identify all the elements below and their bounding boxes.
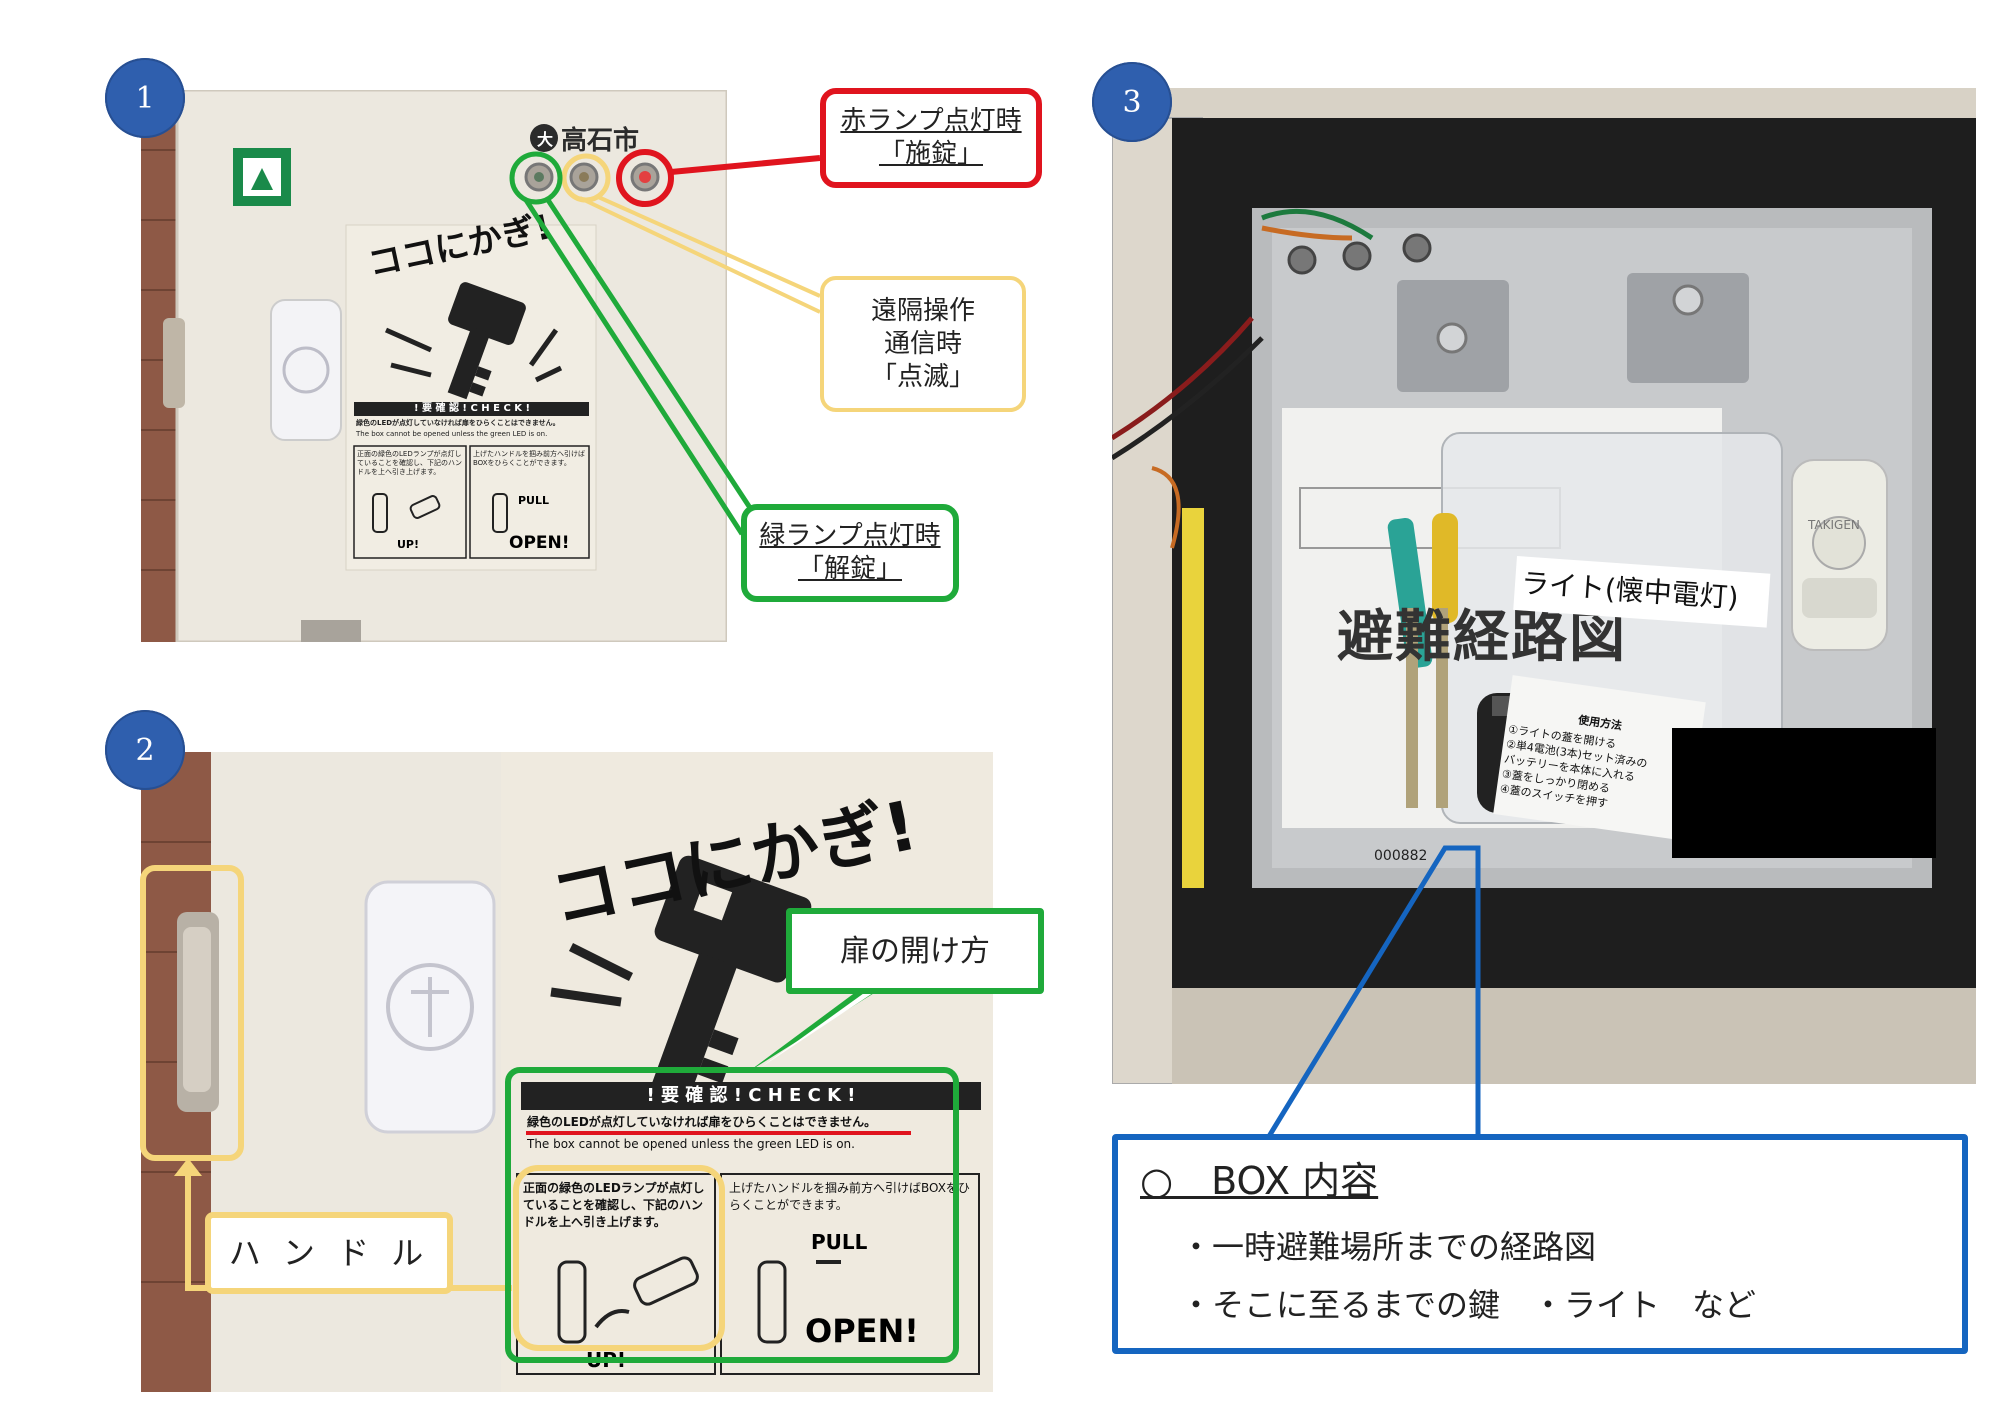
panel2-open-label: OPEN!: [805, 1312, 919, 1350]
panel1-up-label: UP!: [397, 538, 420, 551]
green-lamp-callout-line2: 「解錠」: [797, 554, 902, 584]
box-contents-panel: ○ BOX 内容 ・一時避難場所までの経路図 ・そこに至るまでの鍵 ・ライト な…: [1112, 1134, 1968, 1354]
panel1-check-jp: 緑色のLEDが点灯していなければ扉をひらくことはできません。: [356, 419, 560, 427]
panel2-check-header: ! 要 確 認 ! C H E C K !: [646, 1085, 856, 1106]
handle-callout-label: ハ ン ド ル: [228, 1233, 430, 1272]
box-contents-title: ○ BOX 内容: [1140, 1159, 1379, 1203]
red-lamp-callout-line1: 赤ランプ点灯時: [840, 106, 1022, 136]
box-contents-item2: ・そこに至るまでの鍵 ・ライト など: [1180, 1286, 1757, 1324]
handle-highlight-box: [140, 865, 244, 1161]
red-lamp-circle: [616, 149, 674, 207]
panel1-step1: 正面の緑色のLEDランプが点灯していることを確認し、下記のハンドルを上へ引き上げ…: [357, 450, 462, 476]
panel3-illustration: [1112, 88, 1976, 1084]
remote-blink-callout-line3: 「点滅」: [870, 361, 975, 392]
green-lamp-circle: [509, 151, 563, 205]
panel2-pull-label: PULL: [811, 1230, 868, 1254]
panel1-step2: 上げたハンドルを掴み前方へ引けばBOXをひらくことができます。: [473, 450, 585, 467]
box-contents-item1: ・一時避難場所までの経路図: [1180, 1228, 1597, 1266]
door-open-callout-label: 扉の開け方: [840, 933, 990, 969]
green-lamp-callout: 緑ランプ点灯時 「解錠」: [741, 504, 959, 602]
panel2-check-en: The box cannot be opened unless the gree…: [527, 1137, 855, 1151]
panel2-number-badge: 2: [105, 710, 185, 790]
panel1-pull-label: PULL: [518, 494, 550, 507]
panel2-step1: 正面の緑色のLEDランプが点灯していることを確認し、下記のハンドルを上へ引き上げ…: [523, 1181, 705, 1229]
svg-text:大: 大: [537, 130, 553, 149]
panel1-number-badge: 1: [105, 58, 185, 138]
remote-blink-callout: 遠隔操作 通信時 「点滅」: [820, 276, 1026, 412]
panel3-map-label: 避難経路図: [1337, 604, 1627, 670]
remote-blink-callout-line2: 通信時: [883, 328, 962, 359]
panel3-brand-text: TAKIGEN: [1808, 518, 1860, 532]
panel1-city-mark: 高石市: [561, 126, 640, 156]
check-section-highlight-box: [505, 1067, 959, 1363]
panel1-open-label: OPEN!: [509, 533, 570, 553]
door-open-callout: 扉の開け方: [786, 908, 1044, 994]
remote-blink-callout-line1: 遠隔操作: [870, 295, 975, 326]
handle-callout: ハ ン ド ル: [205, 1212, 453, 1294]
red-lamp-callout: 赤ランプ点灯時 「施錠」: [820, 88, 1042, 188]
panel1-check-en: The box cannot be opened unless the gree…: [356, 430, 548, 438]
panel3-serial-text: 000882: [1374, 848, 1428, 864]
panel3-number-badge: 3: [1092, 62, 1172, 142]
green-lamp-callout-line1: 緑ランプ点灯時: [759, 521, 941, 551]
step1-highlight-box: [513, 1165, 725, 1351]
red-lamp-callout-line2: 「施錠」: [878, 139, 983, 169]
panel1-check-header: ! 要 確 認 ! C H E C K !: [413, 403, 531, 414]
panel3-photo: 避難経路図 ライト(懐中電灯) 使用方法 ①ライトの蓋を開ける ②単4電池(3本…: [1112, 88, 1976, 1084]
panel1-photo: 大 高石市 ココにかぎ! ! 要 確 認 ! C H E: [141, 90, 727, 642]
panel2-step2: 上げたハンドルを掴み前方へ引けばBOXをひらくことができます。: [729, 1181, 970, 1212]
panel2-check-jp: 緑色のLEDが点灯していなければ扉をひらくことはできません。: [527, 1115, 877, 1129]
